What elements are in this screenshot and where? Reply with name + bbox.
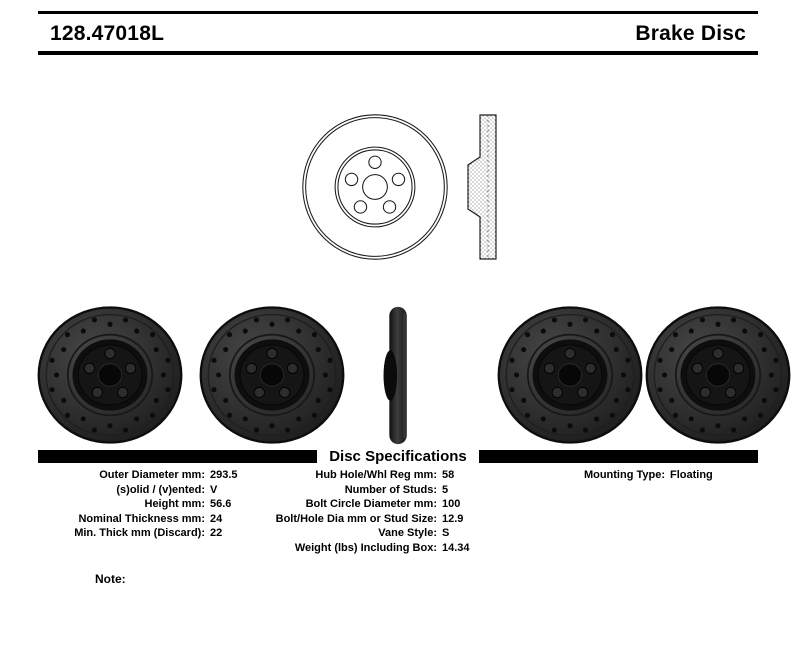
spec-row: Number of Studs: 5 [250,483,495,498]
spec-value: 100 [442,498,461,510]
header: 128.47018L Brake Disc [50,22,746,46]
spec-label: Hub Hole/Whl Reg mm: [315,469,437,481]
spec-value: 22 [210,527,223,539]
spec-row: Vane Style: S [250,526,495,541]
spec-column-middle: Hub Hole/Whl Reg mm: 58 Number of Studs:… [250,468,495,555]
spec-row: Bolt Circle Diameter mm: 100 [250,497,495,512]
spec-label: (s)olid / (v)ented: [116,483,205,496]
spec-label: Bolt/Hole Dia mm or Stud Size: [275,512,437,525]
spec-row: Min. Thick mm (Discard): 22 [38,526,298,541]
spec-section-title: Disc Specifications [329,448,467,465]
note-label: Note: [95,572,126,586]
spec-value: 24 [210,512,223,525]
top-rule [38,11,758,14]
spec-value: 58 [442,469,455,481]
spec-value: 14.34 [442,541,470,554]
disc-front-drawing [302,114,448,260]
spec-value: 5 [442,483,449,496]
rotor-photo-front-1 [35,300,185,450]
spec-row: Hub Hole/Whl Reg mm: 58 [250,468,495,483]
spec-column-right: Mounting Type: Floating [540,468,755,483]
spec-row: Height mm: 56.6 [38,497,298,512]
product-type-title: Brake Disc [635,22,746,45]
spec-section-divider: Disc Specifications [38,448,758,465]
spec-row: Nominal Thickness mm: 24 [38,512,298,527]
rotor-photo-front-2 [197,300,347,450]
spec-value: 293.5 [210,469,238,481]
spec-row: Bolt/Hole Dia mm or Stud Size: 12.9 [250,512,495,527]
divider-bar-right [478,450,758,463]
spec-label: Vane Style: [378,527,437,539]
spec-value: V [210,483,218,496]
spec-label: Bolt Circle Diameter mm: [305,498,437,510]
spec-value: 56.6 [210,498,232,510]
spec-label: Weight (lbs) Including Box: [294,541,437,554]
spec-label: Min. Thick mm (Discard): [74,527,205,539]
rotor-photo-edge [383,306,407,445]
spec-column-left: Outer Diameter mm: 293.5 (s)olid / (v)en… [38,468,298,541]
part-number: 128.47018L [50,22,165,45]
divider-bar-left [38,450,318,463]
header-rule [38,51,758,55]
spec-label: Mounting Type: [583,469,665,481]
spec-value: 12.9 [442,512,464,525]
spec-label: Outer Diameter mm: [99,469,205,481]
rotor-photo-front-3 [495,300,645,450]
disc-cross-section-drawing [467,114,497,260]
spec-row: Mounting Type: Floating [540,468,755,483]
spec-value: Floating [670,469,713,481]
spec-value: S [442,527,450,539]
rotor-photo-front-4 [643,300,793,450]
spec-row: Outer Diameter mm: 293.5 [38,468,298,483]
spec-label: Height mm: [144,498,206,510]
spec-label: Nominal Thickness mm: [78,512,205,525]
spec-label: Number of Studs: [344,483,437,496]
spec-row: Weight (lbs) Including Box: 14.34 [250,541,495,556]
spec-row: (s)olid / (v)ented: V [38,483,298,498]
